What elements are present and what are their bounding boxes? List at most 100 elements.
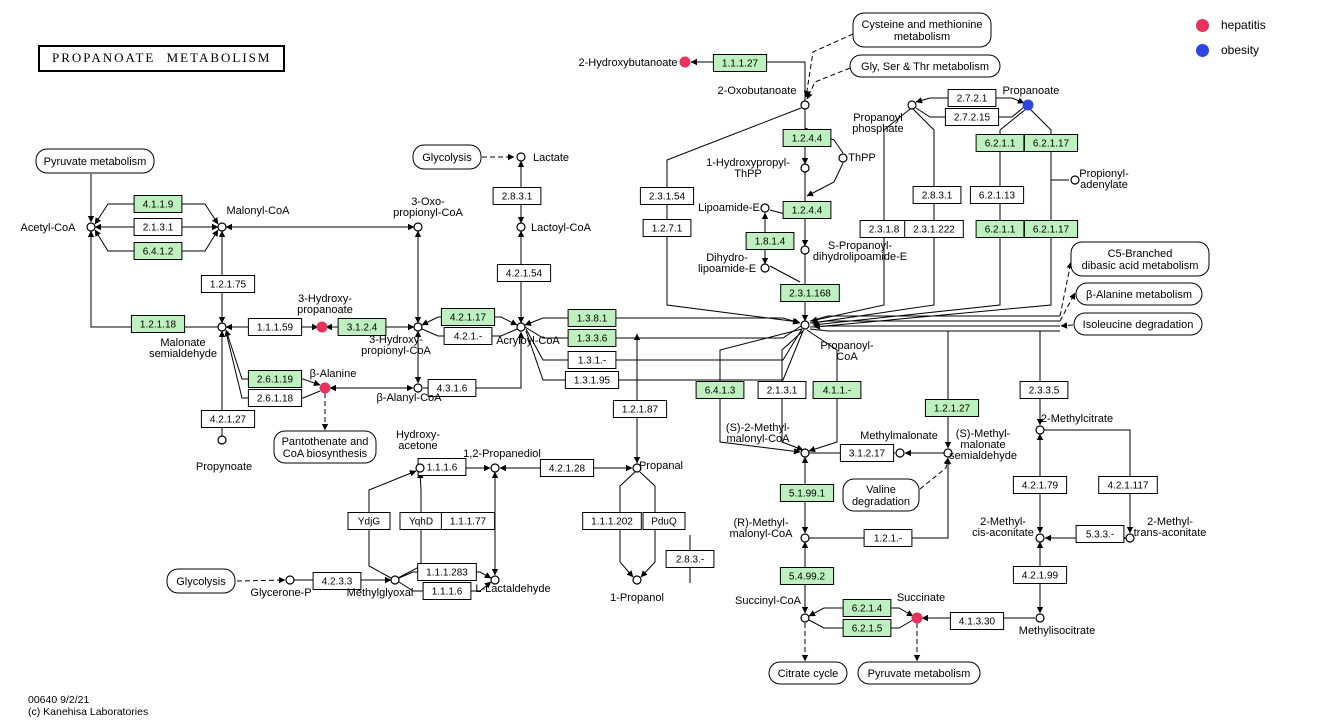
enzyme-box-1-3-8-1[interactable]: 1.3.8.1 <box>567 309 617 327</box>
enzyme-box-5-3-3[interactable]: 5.3.3.- <box>1075 525 1125 543</box>
enzyme-box-6-2-1-1[interactable]: 6.2.1.1 <box>975 134 1025 152</box>
compound-node-l-lactaldehyde[interactable] <box>490 575 500 585</box>
enzyme-box-6-4-1-2[interactable]: 6.4.1.2 <box>133 242 183 260</box>
enzyme-box-4-2-1-54[interactable]: 4.2.1.54 <box>496 264 552 282</box>
enzyme-box-4-1-1-9[interactable]: 4.1.1.9 <box>133 195 183 213</box>
enzyme-box-3-1-2-4[interactable]: 3.1.2.4 <box>337 318 387 336</box>
enzyme-box-6-2-1-5[interactable]: 6.2.1.5 <box>842 619 892 637</box>
compound-node-succinate[interactable] <box>911 612 923 624</box>
pathway-link-gly-ser-thr-metabolism[interactable]: Gly, Ser & Thr metabolism <box>849 54 1001 78</box>
enzyme-box-1-2-1[interactable]: 1.2.1.- <box>863 529 913 547</box>
enzyme-box-3-1-2-17[interactable]: 3.1.2.17 <box>839 444 895 462</box>
enzyme-box-1-1-1-202[interactable]: 1.1.1.202 <box>582 512 642 530</box>
enzyme-box-2-3-1-222[interactable]: 2.3.1.222 <box>904 220 964 238</box>
enzyme-box-5-4-99-2[interactable]: 5.4.99.2 <box>779 567 835 585</box>
compound-node-3-oxo-propionyl-coa[interactable] <box>413 222 423 232</box>
enzyme-box-1-1-1-77[interactable]: 1.1.1.77 <box>440 512 496 530</box>
enzyme-box-1-3-3-6[interactable]: 1.3.3.6 <box>567 329 617 347</box>
enzyme-box-2-3-1-54[interactable]: 2.3.1.54 <box>639 187 695 205</box>
pathway-link-alanine-metabolism[interactable]: β-Alanine metabolism <box>1075 282 1203 306</box>
compound-node-lactate[interactable] <box>516 152 526 162</box>
compound-node-dihydrolipoamide-e[interactable] <box>760 263 770 273</box>
enzyme-box-1-2-1-18[interactable]: 1.2.1.18 <box>130 315 186 333</box>
enzyme-box-4-2-1-99[interactable]: 4.2.1.99 <box>1012 566 1068 584</box>
pathway-link-pyruvate-metabolism[interactable]: Pyruvate metabolism <box>857 661 981 685</box>
enzyme-box-4-2-1-17[interactable]: 4.2.1.17 <box>440 308 496 326</box>
compound-node-s-methylmalonate-semialdehyde[interactable] <box>943 448 953 458</box>
enzyme-box-2-3-1-168[interactable]: 2.3.1.168 <box>780 284 840 302</box>
enzyme-box-2-7-2-15[interactable]: 2.7.2.15 <box>944 108 1000 126</box>
enzyme-box-1-2-4-4[interactable]: 1.2.4.4 <box>782 201 832 219</box>
compound-node-propanoyl-coa[interactable] <box>800 320 810 330</box>
enzyme-box-4-2-1[interactable]: 4.2.1.- <box>443 327 493 345</box>
compound-node-s-2-methylmalonyl-coa[interactable] <box>800 448 810 458</box>
compound-node-propanal[interactable] <box>632 463 642 473</box>
compound-node-hydroxyacetone[interactable] <box>415 463 425 473</box>
enzyme-box-6-2-1-1[interactable]: 6.2.1.1 <box>975 220 1025 238</box>
pathway-link-glycolysis[interactable]: Glycolysis <box>412 144 482 170</box>
enzyme-box-1-1-1-59[interactable]: 1.1.1.59 <box>247 318 303 336</box>
compound-node-propionyl-adenylate[interactable] <box>1070 175 1080 185</box>
compound-node-propanoate[interactable] <box>1022 99 1034 111</box>
enzyme-box-5-1-99-1[interactable]: 5.1.99.1 <box>779 484 835 502</box>
compound-node-2-hydroxybutanoate[interactable] <box>679 56 691 68</box>
pathway-link-pyruvate-metabolism[interactable]: Pyruvate metabolism <box>35 148 155 174</box>
enzyme-box-4-1-3-30[interactable]: 4.1.3.30 <box>949 612 1005 630</box>
compound-node-methylglyoxal[interactable] <box>390 575 400 585</box>
enzyme-box-1-2-1-27[interactable]: 1.2.1.27 <box>924 399 980 417</box>
enzyme-box-2-3-1-8[interactable]: 2.3.1.8 <box>859 220 909 238</box>
enzyme-box-2-1-3-1[interactable]: 2.1.3.1 <box>133 218 183 236</box>
enzyme-box-2-8-3-1[interactable]: 2.8.3.1 <box>912 186 962 204</box>
compound-node-2-methylcitrate[interactable] <box>1035 425 1045 435</box>
enzyme-box-6-4-1-3[interactable]: 6.4.1.3 <box>695 381 745 399</box>
compound-node-propynoate[interactable] <box>217 435 227 445</box>
compound-node-1-hydroxypropyl-thpp[interactable] <box>800 163 810 173</box>
pathway-link-glycolysis[interactable]: Glycolysis <box>166 568 236 594</box>
compound-node-beta-alanyl-coa[interactable] <box>413 383 423 393</box>
compound-node-thpp[interactable] <box>838 153 848 163</box>
enzyme-box-4-2-1-27[interactable]: 4.2.1.27 <box>200 410 256 428</box>
compound-node-methylmalonate[interactable] <box>895 448 905 458</box>
enzyme-box-1-3-1[interactable]: 1.3.1.- <box>567 351 617 369</box>
compound-node-2-methyl-cis-aconitate[interactable] <box>1035 533 1045 543</box>
enzyme-box-1-3-1-95[interactable]: 1.3.1.95 <box>564 371 620 389</box>
enzyme-box-4-2-1-117[interactable]: 4.2.1.117 <box>1098 476 1158 494</box>
enzyme-box-1-1-1-283[interactable]: 1.1.1.283 <box>417 563 477 581</box>
enzyme-box-4-2-3-3[interactable]: 4.2.3.3 <box>312 572 362 590</box>
compound-node-2-methyl-trans-aconitate[interactable] <box>1125 533 1135 543</box>
compound-node-s-propanoyl-dihydrolipoamide-e[interactable] <box>800 245 810 255</box>
compound-node-succinyl-coa[interactable] <box>800 613 810 623</box>
enzyme-box-1-2-7-1[interactable]: 1.2.7.1 <box>642 219 692 237</box>
compound-node-1-2-propanediol[interactable] <box>490 463 500 473</box>
enzyme-box-6-2-1-13[interactable]: 6.2.1.13 <box>969 186 1025 204</box>
enzyme-box-4-3-1-6[interactable]: 4.3.1.6 <box>427 379 477 397</box>
compound-node-malonate-semialdehyde[interactable] <box>217 322 227 332</box>
enzyme-box-4-1-1[interactable]: 4.1.1.- <box>812 381 862 399</box>
enzyme-box-2-1-3-1[interactable]: 2.1.3.1 <box>757 381 807 399</box>
compound-node-lipoamide-e[interactable] <box>760 203 770 213</box>
enzyme-box-1-2-4-4[interactable]: 1.2.4.4 <box>782 129 832 147</box>
enzyme-box-2-7-2-1[interactable]: 2.7.2.1 <box>947 89 997 107</box>
enzyme-box-ydjg[interactable]: YdjG <box>347 512 391 530</box>
compound-node-1-propanol[interactable] <box>632 575 642 585</box>
enzyme-box-2-3-3-5[interactable]: 2.3.3.5 <box>1019 381 1069 399</box>
enzyme-box-6-2-1-17[interactable]: 6.2.1.17 <box>1023 220 1079 238</box>
enzyme-box-6-2-1-4[interactable]: 6.2.1.4 <box>842 599 892 617</box>
compound-node-lactoyl-coa[interactable] <box>516 222 526 232</box>
enzyme-box-1-1-1-6[interactable]: 1.1.1.6 <box>422 582 472 600</box>
enzyme-box-1-2-1-75[interactable]: 1.2.1.75 <box>200 275 256 293</box>
compound-node-acryloyl-coa[interactable] <box>516 322 526 332</box>
compound-node-propanoyl-phosphate[interactable] <box>907 100 917 110</box>
enzyme-box-yqhd[interactable]: YqhD <box>399 512 443 530</box>
compound-node-glycerone-p[interactable] <box>285 575 295 585</box>
compound-node-beta-alanine[interactable] <box>319 382 331 394</box>
pathway-link-citrate-cycle[interactable]: Citrate cycle <box>768 661 848 685</box>
compound-node-acetyl-coa[interactable] <box>86 222 96 232</box>
enzyme-box-pduq[interactable]: PduQ <box>642 512 686 530</box>
enzyme-box-1-1-1-27[interactable]: 1.1.1.27 <box>712 54 768 72</box>
enzyme-box-1-1-1-6[interactable]: 1.1.1.6 <box>417 458 467 476</box>
